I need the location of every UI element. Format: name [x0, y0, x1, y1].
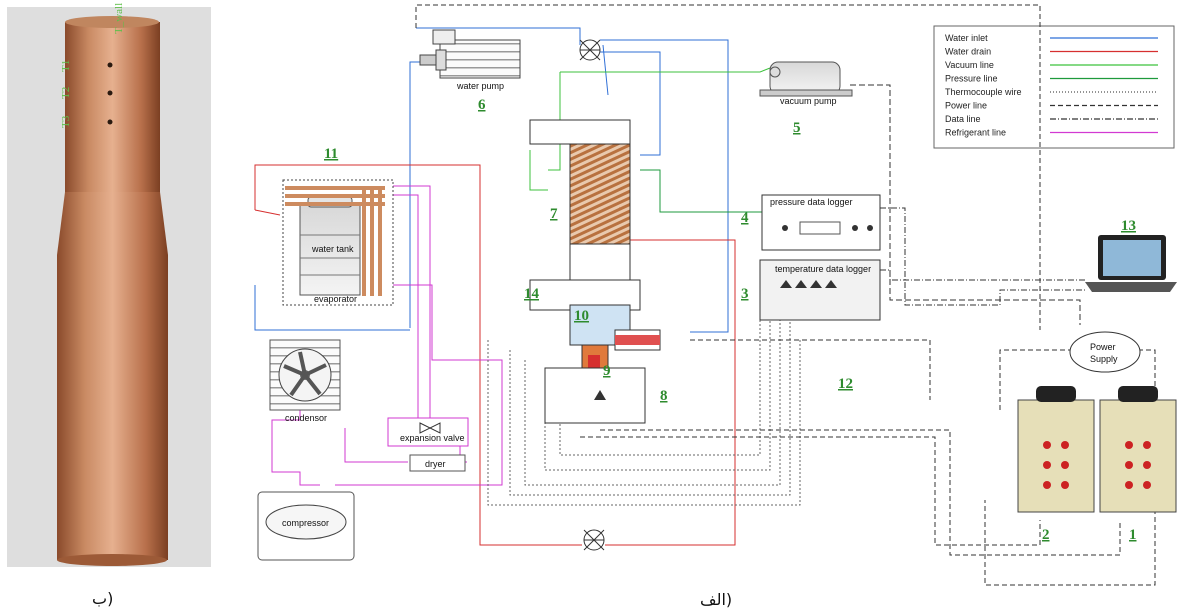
number-2: 2 — [1042, 527, 1050, 543]
number-5: 5 — [793, 120, 801, 136]
number-4: 4 — [741, 210, 749, 226]
t-wall-label: T_wall — [113, 3, 125, 34]
number-7: 7 — [550, 206, 558, 222]
legend-label-5: Power line — [945, 101, 987, 111]
variac-1 — [1100, 386, 1176, 512]
three-way-valve-bottom — [584, 530, 604, 550]
condensor-label: condensor — [285, 413, 327, 423]
legend-label-3: Pressure line — [945, 74, 998, 84]
legend-label-0: Water inlet — [945, 33, 988, 43]
number-10: 10 — [574, 308, 589, 324]
compressor-label: compressor — [282, 518, 329, 528]
power-supply-label-2: Supply — [1090, 354, 1118, 364]
number-8: 8 — [660, 388, 668, 404]
t2-label: T2 — [60, 87, 72, 99]
number-6: 6 — [478, 97, 486, 113]
water-tank-label: water tank — [311, 244, 354, 254]
legend-label-6: Data line — [945, 114, 981, 124]
variac-2 — [1018, 386, 1094, 512]
pressure-logger-label: pressure data logger — [770, 197, 853, 207]
legend-label-4: Thermocouple wire — [945, 87, 1022, 97]
test-column — [530, 120, 660, 423]
number-3: 3 — [741, 286, 749, 302]
schematic-caption: الف) — [700, 590, 732, 609]
number-9: 9 — [603, 363, 611, 379]
legend-label-2: Vacuum line — [945, 60, 994, 70]
temperature-logger-label: temperature data logger — [775, 264, 871, 274]
number-1: 1 — [1129, 527, 1137, 543]
laptop — [1085, 235, 1177, 292]
photo-caption: ب) — [92, 589, 113, 608]
water-pump-label: water pump — [456, 81, 504, 91]
legend-label-1: Water drain — [945, 47, 991, 57]
t3-label: T3 — [60, 115, 72, 128]
dryer-label: dryer — [425, 459, 446, 469]
vacuum-pump-label: vacuum pump — [780, 96, 837, 106]
number-12: 12 — [838, 376, 853, 392]
evaporator-unit — [283, 180, 393, 305]
evaporator-label: evaporator — [314, 294, 357, 304]
legend-label-7: Refrigerant line — [945, 128, 1006, 138]
condensor-unit — [270, 340, 340, 410]
number-14: 14 — [524, 286, 540, 302]
three-way-valve-top — [580, 40, 600, 60]
expansion-valve-label: expansion valve — [400, 433, 465, 443]
copper-sample-photo — [7, 7, 211, 567]
power-supply — [1070, 332, 1140, 372]
t1-label: T1 — [60, 60, 72, 72]
number-11: 11 — [324, 146, 338, 162]
water-pump — [420, 30, 520, 78]
number-13: 13 — [1121, 218, 1136, 234]
vacuum-pump — [760, 62, 852, 96]
power-supply-label-1: Power — [1090, 342, 1116, 352]
